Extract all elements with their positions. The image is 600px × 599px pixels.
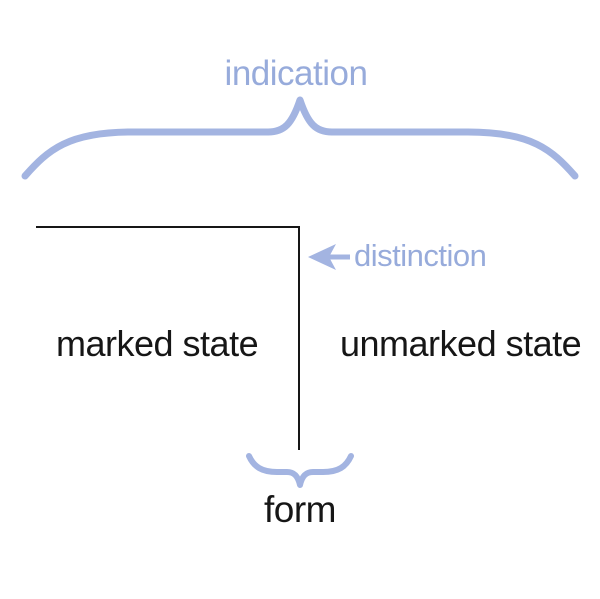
indication-brace-icon: [21, 96, 579, 180]
indication-label: indication: [224, 54, 368, 93]
mark-of-distinction: [36, 226, 300, 450]
unmarked-state-label: unmarked state: [340, 323, 582, 364]
left-arrow-icon: [308, 244, 350, 270]
marked-state-label: marked state: [56, 323, 259, 364]
form-label: form: [264, 489, 337, 530]
form-brace-icon: [246, 453, 354, 488]
distinction-label: distinction: [354, 238, 487, 273]
